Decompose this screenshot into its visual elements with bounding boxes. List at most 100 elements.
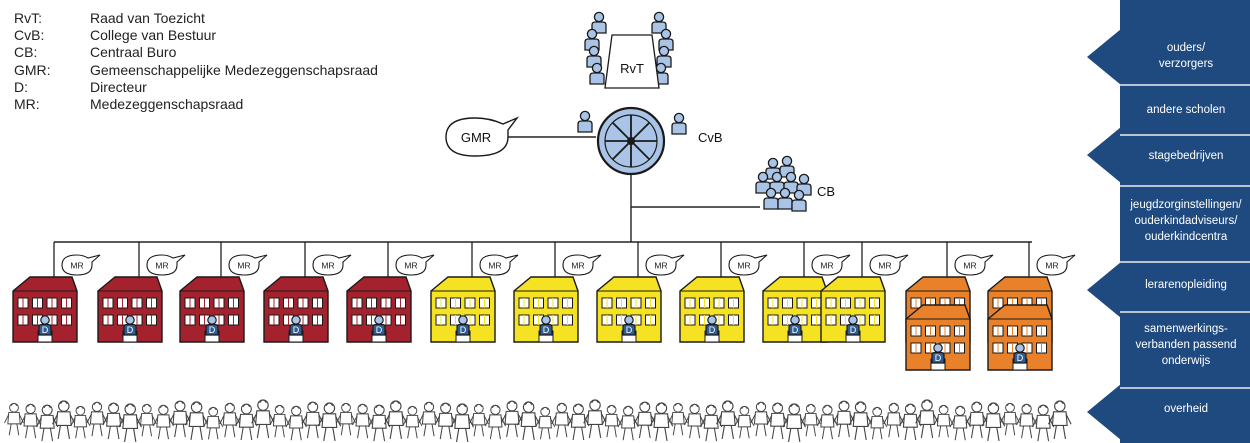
connector-lines [53, 108, 1032, 280]
director-icon: D [372, 315, 386, 336]
director-icon: D [705, 315, 719, 336]
mr-label: MR [737, 261, 750, 271]
mr-speech-bubble: MR [562, 254, 602, 276]
speech-bubble-icon [645, 254, 685, 276]
director-icon: D [123, 315, 137, 336]
stakeholder-item: overheid [1164, 403, 1208, 415]
mr-label: MR [1045, 261, 1058, 271]
cb-group: CB [755, 155, 835, 212]
mr-label: MR [70, 261, 83, 271]
director-icon: D [289, 315, 303, 336]
legend-meaning: Medezeggenschapsraad [90, 96, 244, 113]
speech-bubble-icon [479, 254, 519, 276]
director-label: D [1017, 353, 1024, 363]
director-icon: D [788, 315, 802, 336]
mr-speech-bubble: MR [146, 254, 186, 276]
legend-meaning: Raad van Toezicht [90, 10, 205, 26]
legend-row: MR: Medezeggenschapsraad [14, 96, 434, 113]
arrow-icon [1087, 384, 1121, 440]
legend-meaning: Gemeenschappelijke Medezeggenschapsraad [90, 61, 378, 78]
stakeholder-label-line: onderwijs [1162, 355, 1211, 367]
cvb-group: CvB [577, 106, 723, 176]
arrow-icon [1087, 262, 1121, 318]
people-icon [755, 155, 812, 212]
mr-speech-bubble: MR [645, 254, 685, 276]
director-label: D [850, 325, 857, 335]
legend-row: GMR: Gemeenschappelijke Medezeggenschaps… [14, 62, 434, 79]
director-label: D [127, 325, 134, 335]
stakeholders-panel-background [1120, 0, 1250, 443]
stakeholder-item: lerarenopleiding [1145, 279, 1227, 291]
stakeholder-label-line: stagebedrijven [1149, 150, 1224, 162]
school-building-icon: D MR [905, 254, 994, 371]
school-building-icon: D MR [679, 254, 768, 343]
school-building-icon: D MR [987, 254, 1076, 371]
stakeholder-label-line: overheid [1164, 403, 1208, 415]
school-building-icon: D MR [263, 254, 352, 343]
speech-bubble-icon [728, 254, 768, 276]
stakeholder-item: andere scholen [1147, 104, 1226, 116]
mr-label: MR [488, 261, 501, 271]
legend-abbr: RvT: [14, 10, 42, 26]
speech-bubble-icon [395, 254, 435, 276]
director-icon: D [1013, 343, 1027, 364]
mr-label: MR [963, 261, 976, 271]
legend-abbr: CvB: [14, 27, 45, 44]
mr-speech-bubble: MR [312, 254, 352, 276]
mr-speech-bubble: MR [395, 254, 435, 276]
legend-row: CvB: College van Bestuur [14, 27, 434, 44]
stakeholder-label-line: ouderkindadviseurs/ [1135, 215, 1239, 227]
mr-speech-bubble: MR [479, 254, 519, 276]
legend-abbr: MR: [14, 96, 40, 113]
legend-abbr: CB: [14, 44, 38, 61]
mr-speech-bubble: MR [61, 254, 101, 276]
mr-speech-bubble: MR [228, 254, 268, 276]
rvt-label: RvT [620, 61, 644, 76]
director-icon: D [38, 315, 52, 336]
mr-speech-bubble: MR [728, 254, 768, 276]
school-building-icon: D MR [12, 254, 101, 343]
speech-bubble-icon [228, 254, 268, 276]
speech-bubble-icon [61, 254, 101, 276]
mr-label: MR [155, 261, 168, 271]
cb-label: CB [817, 184, 835, 199]
director-label: D [460, 325, 467, 335]
director-icon: D [456, 315, 470, 336]
gmr-label: GMR [461, 130, 491, 145]
gmr-group: GMR [445, 116, 520, 157]
school-building-icon: D MR [97, 254, 186, 343]
stakeholder-item: ouders/ verzorgers [1159, 42, 1214, 70]
director-label: D [709, 325, 716, 335]
school-building-icon: D MR [179, 254, 268, 343]
stakeholder-label-line: lerarenopleiding [1145, 279, 1227, 291]
speech-bubble-icon [562, 254, 602, 276]
wheel-icon [596, 106, 666, 176]
director-icon: D [931, 343, 945, 364]
stakeholder-item: jeugdzorginstellingen/ ouderkindadviseur… [1129, 199, 1242, 243]
stakeholder-label-line: jeugdzorginstellingen/ [1129, 199, 1242, 211]
school-drop-lines [53, 242, 1030, 280]
speech-bubble-icon [445, 116, 520, 157]
legend-row: CB: Centraal Buro [14, 44, 434, 61]
stakeholder-arrows [1087, 29, 1250, 440]
speech-bubble-icon [811, 254, 851, 276]
stakeholder-item: samenwerkings- verbanden passend onderwi… [1135, 323, 1236, 367]
stakeholders-panel: ouders/ verzorgers andere scholen stageb… [1087, 0, 1250, 443]
mr-speech-bubble: MR [1036, 254, 1076, 276]
director-icon: D [205, 315, 219, 336]
director-label: D [209, 325, 216, 335]
mr-speech-bubble: MR [954, 254, 994, 276]
speech-bubble-icon [869, 254, 909, 276]
legend: RvT: Raad van Toezicht CvB: College van … [14, 10, 434, 113]
school-building-icon: D MR [596, 254, 685, 343]
stakeholder-label-line: samenwerkings- [1144, 323, 1228, 335]
legend-row: D: Directeur [14, 79, 434, 96]
stakeholder-label-line: andere scholen [1147, 104, 1226, 116]
legend-abbr: D: [14, 78, 28, 95]
director-label: D [626, 325, 633, 335]
director-label: D [376, 325, 383, 335]
director-label: D [293, 325, 300, 335]
legend-abbr: GMR: [14, 61, 51, 78]
